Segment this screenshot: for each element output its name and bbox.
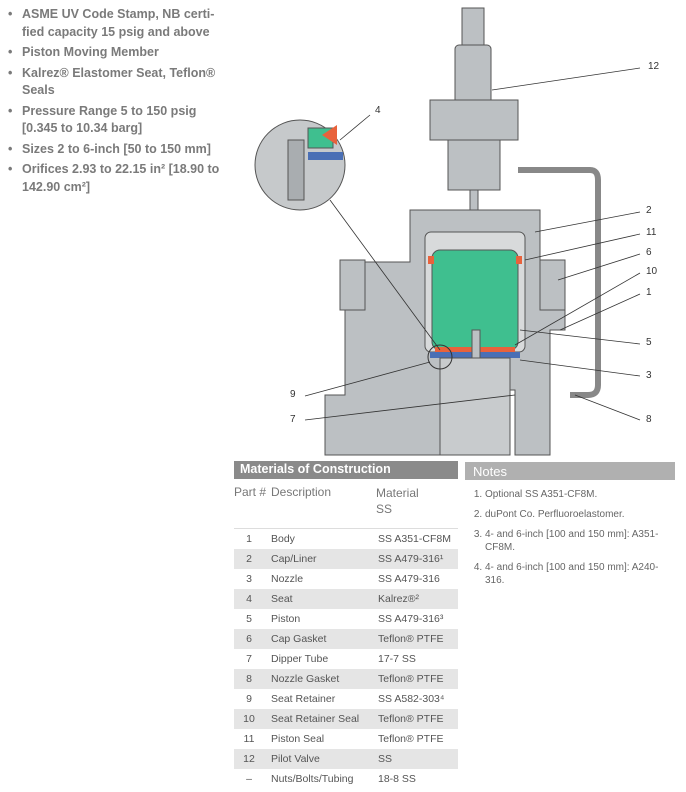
nozzle <box>439 357 511 456</box>
callout-11: 11 <box>646 227 657 238</box>
pilot-adjuster <box>461 7 485 49</box>
table-row: 4 Seat Kalrez®² <box>234 589 458 609</box>
cell-part: – <box>246 773 252 785</box>
valve-cutaway-diagram <box>254 7 641 456</box>
notes-title: Notes <box>465 462 675 480</box>
cell-description: Pilot Valve <box>271 753 320 765</box>
table-row: 10 Seat Retainer Seal Teflon® PTFE <box>234 709 458 729</box>
callout-6: 6 <box>646 247 652 258</box>
cell-material: SS A479-316³ <box>378 613 444 625</box>
table-row: 3 Nozzle SS A479-316 <box>234 569 458 589</box>
cell-description: Seat Retainer <box>271 693 336 705</box>
callout-9: 9 <box>290 389 296 400</box>
cell-description: Body <box>271 533 295 545</box>
pilot-valve <box>429 99 519 141</box>
cell-description: Seat Retainer Seal <box>271 713 360 725</box>
cell-part: 11 <box>243 733 255 745</box>
cell-part: 6 <box>246 633 252 645</box>
cell-part: 10 <box>243 713 255 725</box>
callout-3: 3 <box>646 370 652 381</box>
header-material-label: Material <box>376 486 419 500</box>
cell-material: SS <box>378 753 393 765</box>
cell-material: Kalrez®² <box>378 593 419 605</box>
cell-material: SS A479-316¹ <box>378 553 444 565</box>
cell-part: 7 <box>246 653 252 665</box>
feature-item: Pressure Range 5 to 150 psig [0.345 to 1… <box>8 103 230 138</box>
cell-part: 8 <box>246 673 252 685</box>
cell-material: SS A479-316 <box>378 573 440 585</box>
feature-item: Orifices 2.93 to 22.15 in² [18.90 to 142… <box>8 161 230 196</box>
cell-part: 5 <box>246 613 252 625</box>
feature-item: Kalrez® Elastomer Seat, Teflon® Seals <box>8 65 230 100</box>
header-part: Part # <box>234 485 267 499</box>
feature-item: ASME UV Code Stamp, NB certi-fied capaci… <box>8 6 230 41</box>
header-description: Description <box>271 485 332 499</box>
feature-list: ASME UV Code Stamp, NB certi-fied capaci… <box>8 6 230 199</box>
cell-description: Piston <box>271 613 301 625</box>
cell-part: 9 <box>246 693 252 705</box>
cell-description: Dipper Tube <box>271 653 329 665</box>
cell-part: 2 <box>246 553 252 565</box>
table-row: 6 Cap Gasket Teflon® PTFE <box>234 629 458 649</box>
note-item: 4- and 6-inch [100 and 150 mm]: A351-CF8… <box>485 528 675 554</box>
feature-item: Piston Moving Member <box>8 44 230 62</box>
cell-description: Piston Seal <box>271 733 325 745</box>
table-row: 8 Nozzle Gasket Teflon® PTFE <box>234 669 458 689</box>
note-item: Optional SS A351-CF8M. <box>485 488 675 501</box>
tubing <box>518 167 601 398</box>
cell-part: 12 <box>243 753 255 765</box>
cell-description: Nozzle Gasket <box>271 673 340 685</box>
header-material-sub: SS <box>376 502 393 516</box>
notes-panel: Notes Optional SS A351-CF8M. duPont Co. … <box>465 462 675 594</box>
cell-material: Teflon® PTFE <box>378 633 444 645</box>
cell-description: Cap/Liner <box>271 553 317 565</box>
cell-part: 3 <box>246 573 252 585</box>
note-item: duPont Co. Perfluoroelastomer. <box>485 508 675 521</box>
table-row: 9 Seat Retainer SS A582-303⁴ <box>234 689 458 709</box>
note-item: 4- and 6-inch [100 and 150 mm]: A240-316… <box>485 561 675 587</box>
cell-material: SS A582-303⁴ <box>378 693 445 705</box>
table-row: 2 Cap/Liner SS A479-316¹ <box>234 549 458 569</box>
table-row: 11 Piston Seal Teflon® PTFE <box>234 729 458 749</box>
table-row: – Nuts/Bolts/Tubing 18-8 SS <box>234 769 458 789</box>
cell-material: Teflon® PTFE <box>378 733 444 745</box>
table-row: 7 Dipper Tube 17-7 SS <box>234 649 458 669</box>
callout-10: 10 <box>646 266 658 277</box>
cell-description: Nuts/Bolts/Tubing <box>271 773 354 785</box>
feature-item: Sizes 2 to 6-inch [50 to 150 mm] <box>8 141 230 159</box>
callout-4: 4 <box>375 105 381 116</box>
cell-part: 4 <box>246 593 252 605</box>
callout-12: 12 <box>648 61 660 72</box>
callout-5: 5 <box>646 337 652 348</box>
materials-title: Materials of Construction <box>234 461 458 479</box>
materials-table: Materials of Construction Part # Descrip… <box>234 461 458 789</box>
table-body: 1 Body SS A351-CF8M 2 Cap/Liner SS A479-316¹ 3… <box>234 529 458 789</box>
callout-7: 7 <box>290 414 296 425</box>
callout-2: 2 <box>646 205 652 216</box>
cell-material: Teflon® PTFE <box>378 673 444 685</box>
callout-1: 1 <box>646 287 652 298</box>
table-row: 12 Pilot Valve SS <box>234 749 458 769</box>
cell-part: 1 <box>246 533 252 545</box>
table-row: 1 Body SS A351-CF8M <box>234 529 458 549</box>
cell-description: Cap Gasket <box>271 633 327 645</box>
table-row: 5 Piston SS A479-316³ <box>234 609 458 629</box>
cell-material: Teflon® PTFE <box>378 713 444 725</box>
cell-description: Seat <box>271 593 293 605</box>
cell-material: 17-7 SS <box>378 653 416 665</box>
cell-description: Nozzle <box>271 573 304 585</box>
cell-material: SS A351-CF8M <box>378 533 451 545</box>
cell-material: 18-8 SS <box>378 773 416 785</box>
callout-8: 8 <box>646 414 652 425</box>
